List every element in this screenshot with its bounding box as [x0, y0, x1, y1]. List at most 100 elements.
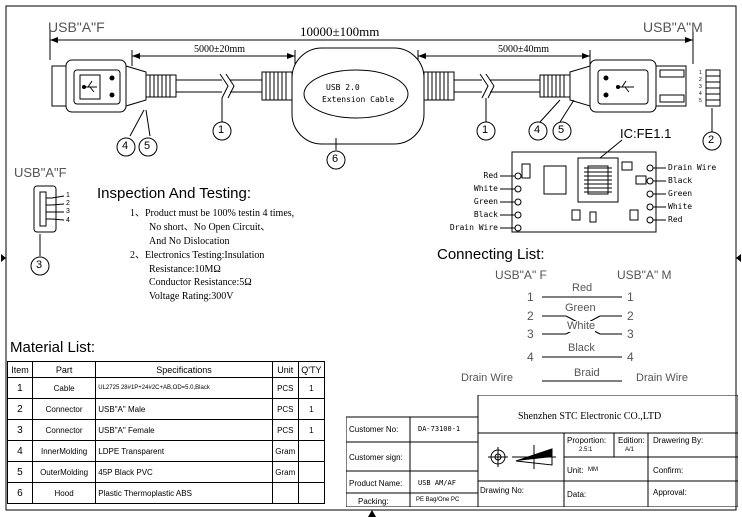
conn-label-white: White	[567, 320, 596, 332]
material-qty: 1	[297, 377, 326, 399]
conn-left-2: 2	[527, 309, 534, 323]
strain-relief-module-right	[423, 71, 455, 101]
company-name: Shenzhen STC Electronic CO.,LTD	[518, 411, 662, 422]
left-connector-label: USB"A"F	[48, 19, 105, 35]
material-qty	[297, 482, 326, 504]
module-label-line2: Extension Cable	[322, 95, 395, 104]
table-row: 6 Hood Plastic Thermoplastic ABS	[7, 482, 326, 504]
connecting-title: Connecting List:	[437, 246, 545, 263]
material-part: Connector	[31, 398, 97, 420]
callout-circles	[30, 121, 722, 276]
material-header-unit: Unit	[271, 361, 299, 378]
conn-label-black: Black	[568, 342, 595, 354]
edition-label: Edition:	[618, 436, 645, 445]
left-length-label: 5000±20mm	[194, 44, 246, 55]
material-title: Material List:	[10, 339, 96, 356]
pcb-left-wire-black: Black	[473, 210, 498, 219]
callout-2: 2	[708, 134, 715, 146]
inspection-line-3: And No Dislocation	[149, 236, 230, 247]
material-part: Connector	[31, 419, 97, 441]
packing-value: PE Bag/One PC	[416, 497, 460, 503]
cable-right	[454, 73, 540, 99]
material-header-row: Item Part Specifications Unit Q'TY	[7, 361, 326, 378]
side-pin-4: 4	[66, 217, 70, 224]
conn-left-1: 1	[527, 290, 534, 304]
pcb-right-wire-drain: Drain Wire	[668, 163, 717, 172]
pcb-right-wire-green: Green	[668, 189, 693, 198]
material-table: Item Part Specifications Unit Q'TY 1 Cab…	[7, 361, 326, 504]
callout-6: 6	[332, 153, 339, 165]
material-header-part: Part	[31, 361, 97, 378]
material-unit: PCS	[271, 377, 299, 399]
usb-am-connector	[569, 59, 687, 113]
conn-left-3: 3	[527, 327, 534, 341]
side-pin-3: 3	[66, 208, 70, 215]
material-part: Hood	[31, 482, 97, 504]
end-pin-2: 2	[699, 77, 702, 83]
end-pin-3: 3	[699, 84, 702, 90]
proportion-label: Proportion:	[567, 436, 607, 445]
material-spec: LDPE Transparent	[95, 440, 273, 462]
inspection-line-4: 2、Electronics Testing:Insulation	[130, 250, 265, 261]
inspection-line-7: Voltage Rating:300V	[149, 291, 234, 302]
unit-value: MM	[588, 467, 598, 473]
material-item: 4	[7, 440, 33, 462]
material-header-spec: Specifications	[95, 361, 273, 378]
table-row: 3 Connector USB"A" Female PCS 1	[7, 419, 326, 441]
module-label-line1: USB 2.0	[326, 83, 360, 92]
material-part: InnerMolding	[31, 440, 97, 462]
total-length-label: 10000±100mm	[300, 24, 380, 39]
material-unit: Gram	[271, 461, 299, 483]
inspection-line-1: 1、Product must be 100% testin 4 times,	[130, 208, 295, 219]
conn-label-green: Green	[565, 302, 596, 314]
material-unit: Gram	[271, 440, 299, 462]
material-qty	[297, 440, 326, 462]
cable-left	[176, 73, 262, 99]
material-unit	[271, 482, 299, 504]
callout-3: 3	[36, 259, 43, 271]
material-unit: PCS	[271, 398, 299, 420]
callout-1-left: 1	[218, 124, 225, 136]
material-spec: 45P Black PVC	[95, 461, 273, 483]
pcb-right-wire-black: Black	[668, 176, 693, 185]
inspection-line-6: Conductor Resistance:5Ω	[149, 277, 252, 288]
approval-label: Approval:	[653, 488, 687, 497]
pcb-left-wire-white: White	[473, 184, 498, 193]
connecting-right-header: USB"A" M	[617, 268, 672, 282]
right-length-label: 5000±40mm	[498, 44, 550, 55]
usb-af-connector	[51, 59, 147, 113]
material-qty: 1	[297, 398, 326, 420]
right-connector-label: USB"A"M	[643, 19, 703, 35]
conn-right-4: 4	[627, 350, 634, 364]
data-label: Data:	[567, 490, 587, 499]
conn-drain-label: Braid	[574, 367, 600, 379]
material-spec: USB"A" Female	[95, 419, 273, 441]
side-pin-2: 2	[66, 200, 70, 207]
material-unit: PCS	[271, 419, 299, 441]
end-pin-5: 5	[699, 98, 702, 104]
table-row: 4 InnerMolding LDPE Transparent Gram	[7, 440, 326, 462]
material-header-qty: Q'TY	[297, 361, 326, 378]
inspection-line-2: No short、No Open Circuit、	[149, 222, 271, 233]
end-pin-1: 1	[699, 70, 702, 76]
table-row: 2 Connector USB"A" Male PCS 1	[7, 398, 326, 420]
packing-label: Packing:	[358, 497, 389, 506]
pcb-left-wire-drain: Drain Wire	[449, 223, 498, 232]
usb-symbol-icon	[82, 80, 97, 93]
confirm-label: Confirm:	[653, 466, 684, 475]
material-qty	[297, 461, 326, 483]
table-row: 5 OuterMolding 45P Black PVC Gram	[7, 461, 326, 483]
product-name-value: USB AM/AF	[418, 479, 456, 487]
drawering-by-label: Drawering By:	[653, 436, 704, 445]
strain-relief-module-left	[261, 71, 293, 101]
material-spec: Plastic Thermoplastic ABS	[95, 482, 273, 504]
material-item: 2	[7, 398, 33, 420]
callout-5-left: 5	[144, 140, 151, 152]
material-header-item: Item	[7, 361, 33, 378]
usb-symbol-icon-right	[616, 80, 634, 93]
callout-4-left: 4	[122, 140, 129, 152]
border-mark-right	[736, 254, 741, 262]
material-part: Cable	[31, 377, 97, 399]
pcb-right-pads	[646, 164, 666, 224]
